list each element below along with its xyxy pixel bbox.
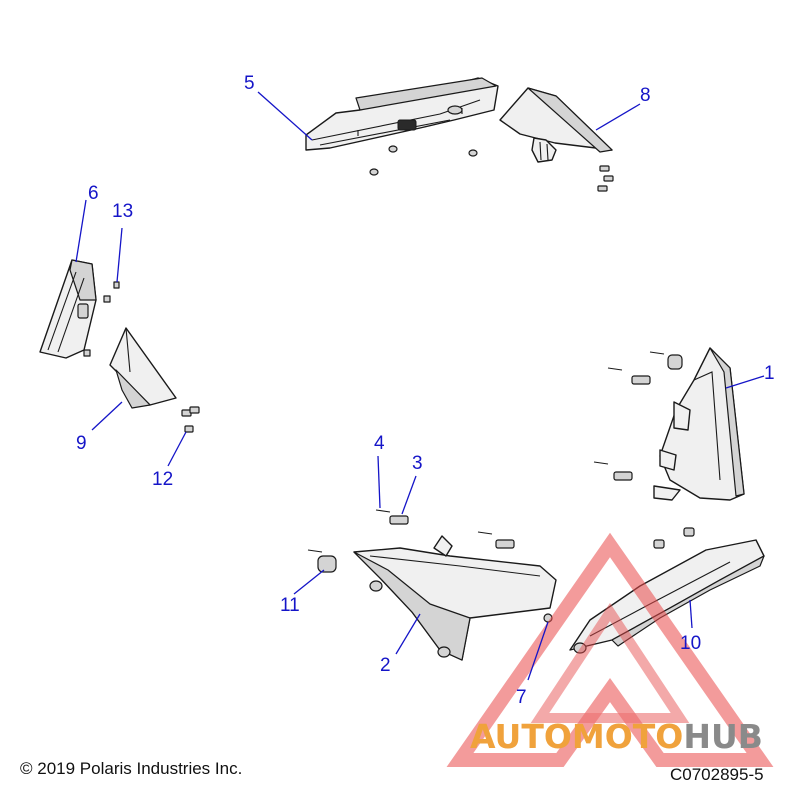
callout-5: 5 (244, 73, 255, 94)
callout-9: 9 (76, 433, 87, 454)
callout-10: 10 (680, 633, 702, 654)
callout-11: 11 (280, 595, 300, 616)
diagram-code: C0702895-5 (670, 765, 764, 784)
callout-12: 12 (152, 469, 174, 490)
watermark-auto: AUTO (470, 717, 572, 756)
part-9-left-wedge (109, 327, 200, 433)
part-1-right-side-panel (593, 347, 745, 501)
part-10-lower-right-panel (569, 527, 765, 654)
watermark-logo (446, 532, 774, 767)
part-6-left-vertical-panel (39, 259, 120, 359)
callout-8: 8 (640, 85, 651, 106)
callout-2: 2 (380, 655, 391, 676)
callout-6: 6 (88, 183, 99, 204)
watermark-moto: MOTO (571, 717, 684, 756)
callout-3: 3 (412, 453, 423, 474)
copyright-text: © 2019 Polaris Industries Inc. (20, 759, 243, 778)
watermark-hub: HUB (683, 717, 763, 756)
leader-lines (75, 91, 765, 681)
watermark-text: AUTOMOTOHUB (470, 720, 763, 753)
part-8-upper-right-wedge (499, 87, 614, 192)
part-2-lower-center-panel (307, 509, 557, 661)
callout-13: 13 (112, 201, 134, 222)
callout-1: 1 (764, 363, 775, 384)
part-5-upper-panel (305, 77, 499, 176)
callout-4: 4 (374, 433, 385, 454)
callout-7: 7 (516, 687, 527, 708)
